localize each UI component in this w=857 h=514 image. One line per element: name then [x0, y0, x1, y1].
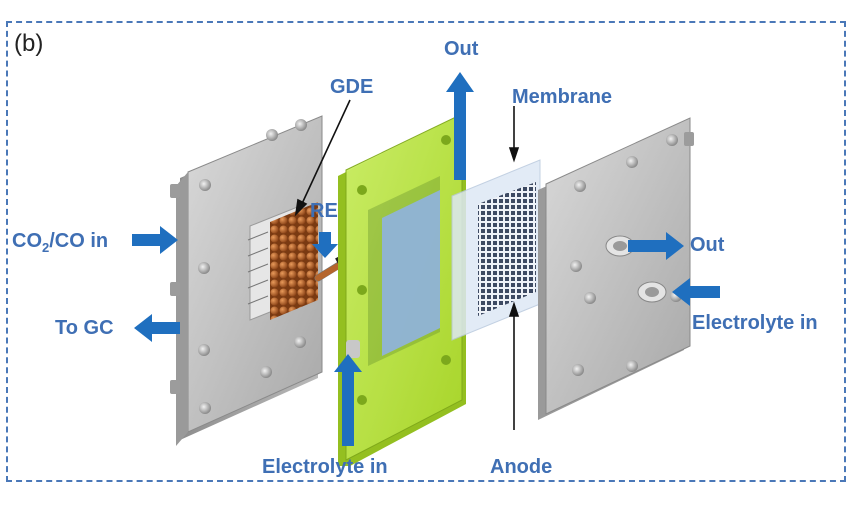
- label-gde: GDE: [330, 76, 374, 98]
- bolt-icon: [626, 156, 638, 168]
- co2-subscript: 2: [42, 240, 50, 255]
- pointer-lines: [294, 99, 520, 430]
- arrow-up-icon: [446, 72, 474, 180]
- bolt-icon: [198, 262, 210, 274]
- bolt-icon: [295, 119, 307, 131]
- bolt-icon: [294, 336, 306, 348]
- arrow-left-icon: [134, 314, 180, 342]
- label-membrane: Membrane: [512, 86, 613, 108]
- bolt-icon: [666, 134, 678, 146]
- gde-copper-grid: [270, 202, 318, 320]
- arrow-left-icon: [672, 278, 720, 306]
- label-to-gc: To GC: [55, 317, 114, 339]
- bolt-icon: [199, 179, 211, 191]
- membrane-anode: [451, 159, 541, 341]
- flow-window: [382, 190, 440, 356]
- bolt-icon: [626, 360, 638, 372]
- bolt-icon: [570, 260, 582, 272]
- flow-arrows: [132, 72, 720, 446]
- bolt-icon: [260, 366, 272, 378]
- co2-prefix: CO: [12, 230, 42, 252]
- label-out-top: Out: [444, 38, 479, 60]
- dashed-frame: [6, 21, 846, 482]
- anode-mesh: [478, 182, 536, 316]
- bolt-icon: [198, 344, 210, 356]
- label-electrolyte-in-bottom: Electrolyte in: [262, 456, 388, 478]
- arrow-right-icon: [132, 226, 178, 254]
- arrow-right-icon: [628, 232, 684, 260]
- right-end-plate: [538, 117, 694, 420]
- label-co2-in: CO2/CO in: [12, 230, 108, 255]
- co2-suffix: /CO in: [49, 230, 109, 252]
- arrow-up-icon: [334, 354, 362, 446]
- bolt-icon: [572, 364, 584, 376]
- bolt-icon: [574, 180, 586, 192]
- bolt-icon: [266, 129, 278, 141]
- flow-frame-green: [338, 113, 466, 466]
- panel-label: (b): [14, 30, 44, 57]
- label-re: RE: [310, 200, 338, 222]
- label-anode: Anode: [490, 456, 553, 478]
- bolt-icon: [584, 292, 596, 304]
- arrow-down-icon: [312, 232, 338, 258]
- bolt-icon: [199, 402, 211, 414]
- label-electrolyte-in-right: Electrolyte in: [692, 312, 818, 334]
- label-out-right: Out: [690, 234, 725, 256]
- left-end-plate: [170, 115, 323, 446]
